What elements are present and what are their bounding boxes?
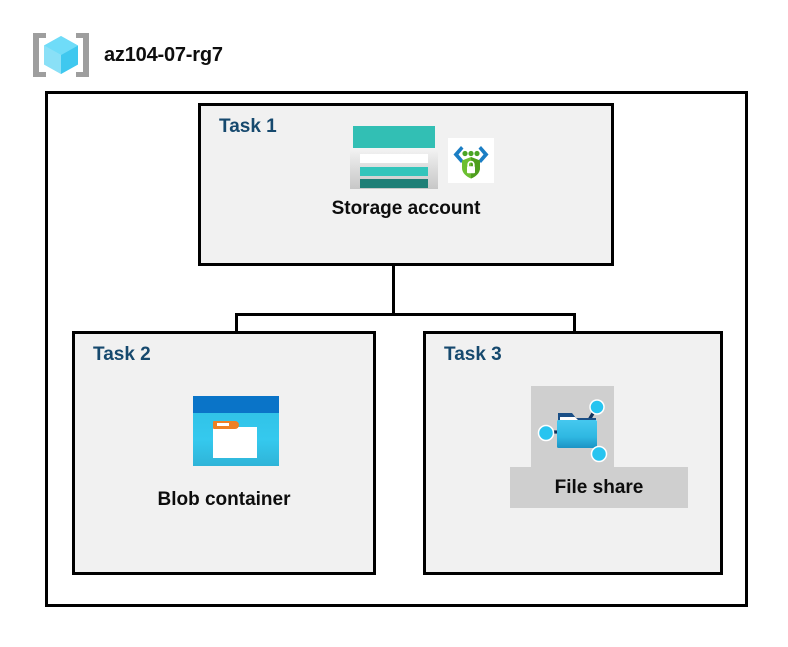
blob-container-icon [193, 396, 279, 466]
task-3-box: Task 3 [423, 331, 723, 575]
azure-resource-group-icon [30, 30, 92, 80]
resource-group-name: az104-07-rg7 [104, 43, 223, 66]
storage-account-icon [350, 126, 438, 189]
resource-group-header: az104-07-rg7 [30, 26, 350, 84]
secure-shield-icon [448, 138, 494, 183]
connector-storage-to-branch [392, 266, 395, 314]
task-3-label: Task 3 [444, 344, 502, 365]
blob-container-caption: Blob container [157, 489, 291, 510]
file-share-caption-backdrop [510, 467, 688, 508]
file-share-icon [531, 386, 614, 468]
task-2-label: Task 2 [93, 344, 151, 365]
task-1-label: Task 1 [219, 116, 277, 137]
file-share-caption: File share [554, 477, 644, 498]
connector-horizontal-branch [235, 313, 576, 316]
storage-account-caption: Storage account [331, 198, 481, 219]
